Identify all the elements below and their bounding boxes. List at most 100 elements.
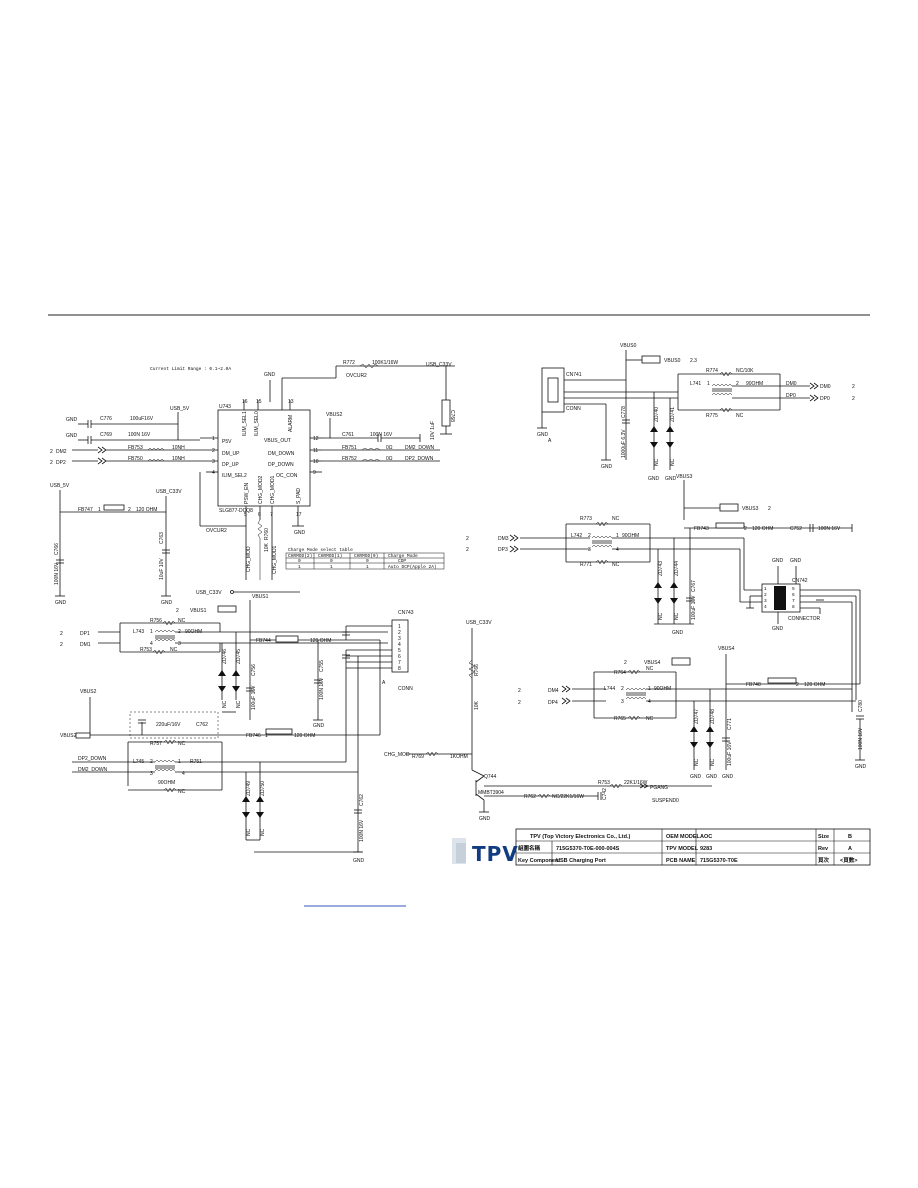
ic-pin-num: 16 (242, 399, 248, 405)
vbus2-net: VBUS2 (326, 412, 343, 418)
ic-pin-vbus-out: VBUS_OUT (264, 438, 291, 444)
fb751-bead (361, 448, 381, 451)
zd750-label: ZD750 (260, 781, 266, 796)
pin-num: 2 (176, 608, 179, 614)
gnd-zd740: GND (648, 476, 660, 482)
ovcur2-net: OVCUR2 (346, 373, 367, 379)
l743-coil-1 (154, 630, 176, 633)
pin-num: 3 (621, 699, 624, 705)
pin-num: 2 (60, 642, 63, 648)
gnd-c763: GND (161, 600, 173, 606)
ic-pin-num: 15 (256, 399, 262, 405)
cn-pin: 4 (764, 604, 767, 610)
ic-pin-num: 17 (296, 512, 302, 518)
fb747-label: FB747 (78, 507, 93, 513)
fb750-bead (147, 459, 165, 462)
cn-pin: 3 (764, 598, 767, 604)
fb747-bead (103, 504, 125, 511)
ic-pin-num: 5 (244, 512, 247, 518)
c752-label: C752 (790, 526, 802, 532)
vbus3-box (719, 503, 739, 512)
gnd-ic: GND (294, 530, 306, 536)
vbus0-net: VBUS0 (620, 343, 637, 349)
pin-num: 2 (744, 526, 747, 532)
cn-pin: 7 (792, 598, 795, 604)
chg-mod-net: CHG_MOD (246, 546, 252, 572)
r764-resistor (627, 669, 641, 675)
tpv-logo-text: TPV (472, 842, 519, 866)
sheet-label: 頁次 (818, 856, 830, 864)
size-value: B (848, 834, 852, 840)
table-header: Charge Mode (388, 553, 418, 559)
port-num: 2 (518, 700, 521, 706)
size-label: Size (818, 834, 829, 840)
fb744-label: FB744 (256, 638, 271, 644)
fb748-label: FB748 (746, 682, 761, 688)
dp0-net-2: DP0 (820, 396, 830, 402)
r766-resistor (468, 659, 476, 679)
port-num: 2 (50, 449, 53, 455)
zd746-nc: NC (222, 700, 228, 708)
vbus2-box (75, 732, 91, 739)
usb-5v-net: USB_5V (170, 406, 190, 412)
c762b-label: C762 (359, 794, 365, 806)
r753b-resistor (609, 783, 623, 789)
c771-label: C771 (727, 718, 733, 730)
r771-label: R771 (580, 562, 592, 568)
dm2-down-net: DM2_DOWN (405, 445, 435, 451)
r775-resistor (719, 407, 733, 413)
table-header: CHRMOD(2) (288, 553, 312, 559)
chg-mod-net-r: CHG_MOD (384, 752, 410, 758)
c766-label: C766 (54, 543, 60, 555)
l744-coil-2 (625, 697, 647, 700)
ic-pin-psw-en: PSW_EN (244, 482, 250, 504)
pin-num: 3 (178, 641, 181, 647)
table-header: CHRMOD(0) (354, 553, 378, 559)
ic-pin-num: 10 (313, 459, 319, 465)
ic-pin-num: 11 (313, 448, 318, 454)
zd750-nc: NC (260, 828, 266, 836)
ovcur2-net-2: OVCUR2 (206, 528, 227, 534)
r764-value: NC (646, 666, 654, 672)
dp0-net: DP0 (786, 393, 796, 399)
l744-label: L744 (604, 686, 615, 692)
ic-pin-s-pad: S_PAD (296, 488, 302, 504)
l742-value: 90OHM (622, 533, 639, 539)
gnd-c780: GND (855, 764, 867, 770)
r757-label: R757 (150, 741, 162, 747)
zd748-diode (706, 726, 714, 748)
zd747-nc: NC (694, 758, 700, 766)
ic-pin-num: 6 (258, 512, 261, 518)
dp2-net: DP2 (56, 460, 66, 466)
cn-pin: 2 (764, 592, 767, 598)
pin-num: 1 (150, 629, 153, 635)
r757-value: NC (178, 741, 186, 747)
r765-value: NC (646, 716, 654, 722)
ic-pin-num: 12 (313, 436, 319, 442)
r762-value: NC/22K1/16W (552, 794, 584, 800)
c762b-value: 100N 16V (359, 819, 365, 842)
cn-pin: 5 (792, 586, 795, 592)
fb752-label: FB752 (342, 456, 357, 462)
gnd-c771: GND (722, 774, 734, 780)
charge-mode-table (285, 552, 445, 570)
c762-label: C762 (196, 722, 208, 728)
r773-resistor (595, 521, 609, 527)
l741-coil-1 (711, 384, 733, 387)
fb747-value: 120 OHM (136, 507, 157, 513)
gnd-c767: GND (672, 630, 684, 636)
gnd-c755: GND (313, 723, 325, 729)
r773-label: R773 (580, 516, 592, 522)
dm0-net-2: DM0 (820, 384, 831, 390)
dm3-net: DM3 (498, 536, 509, 542)
cn742-label: CN742 (792, 578, 808, 584)
ic-pin-num: 1 (212, 436, 215, 442)
r769-value: 1KOHM (450, 754, 468, 760)
zd744-label: ZD744 (674, 561, 680, 576)
table-cell: CDP (398, 558, 406, 564)
pin-num: 2 (588, 533, 591, 539)
vbus2-net-3: VBUS2 (60, 733, 77, 739)
gnd-c766: GND (55, 600, 67, 606)
c755-label: C755 (319, 660, 325, 672)
zd743-label: ZD743 (658, 561, 664, 576)
